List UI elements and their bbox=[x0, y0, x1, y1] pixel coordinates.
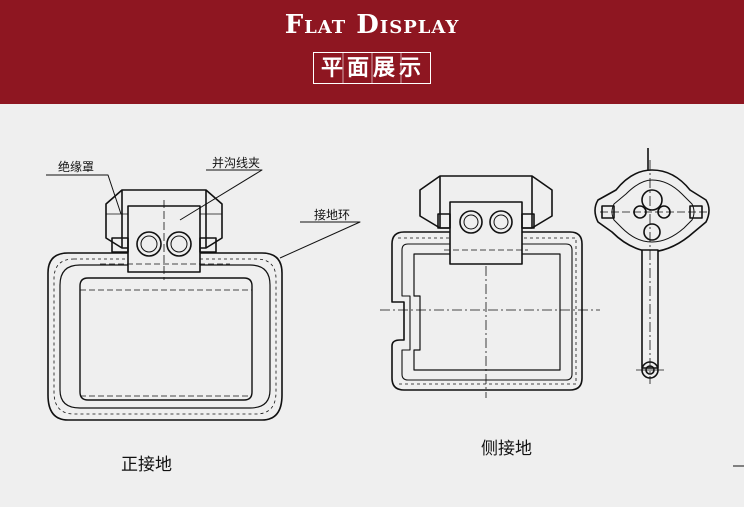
label-grounding-ring: 接地环 bbox=[314, 208, 351, 222]
page-title-english: Flat Display bbox=[284, 10, 460, 40]
leader-grounding-ring bbox=[279, 221, 361, 259]
leader-parallel-groove-clamp bbox=[179, 169, 263, 221]
caption-front-grounding: 正接地 bbox=[121, 455, 172, 475]
front-conductor-left bbox=[136, 231, 162, 257]
caption-side-grounding: 侧接地 bbox=[481, 439, 532, 459]
leader-insulation-cover bbox=[46, 174, 122, 215]
side-conductor-right bbox=[489, 210, 513, 234]
side-grounding-ring bbox=[391, 231, 583, 391]
label-insulation-cover: 绝缘罩 bbox=[58, 160, 95, 174]
front-view-drawing bbox=[46, 169, 361, 421]
label-parallel-groove-clamp: 并沟线夹 bbox=[212, 156, 261, 170]
header-banner: Flat Display 平面展示 bbox=[0, 0, 744, 104]
front-conductor-right bbox=[166, 231, 192, 257]
technical-drawing bbox=[46, 148, 744, 467]
front-grounding-ring bbox=[47, 252, 283, 421]
side-clamp-body bbox=[449, 201, 523, 265]
side-section-drawing bbox=[594, 148, 710, 384]
side-conductor-left bbox=[459, 210, 483, 234]
page-title-chinese: 平面展示 bbox=[320, 55, 425, 81]
side-view-drawing bbox=[380, 175, 600, 398]
technical-drawing-area: 绝缘罩 并沟线夹 接地环 正接地 侧接地 bbox=[0, 104, 744, 507]
page-title-chinese-frame: 平面展示 bbox=[313, 52, 431, 84]
